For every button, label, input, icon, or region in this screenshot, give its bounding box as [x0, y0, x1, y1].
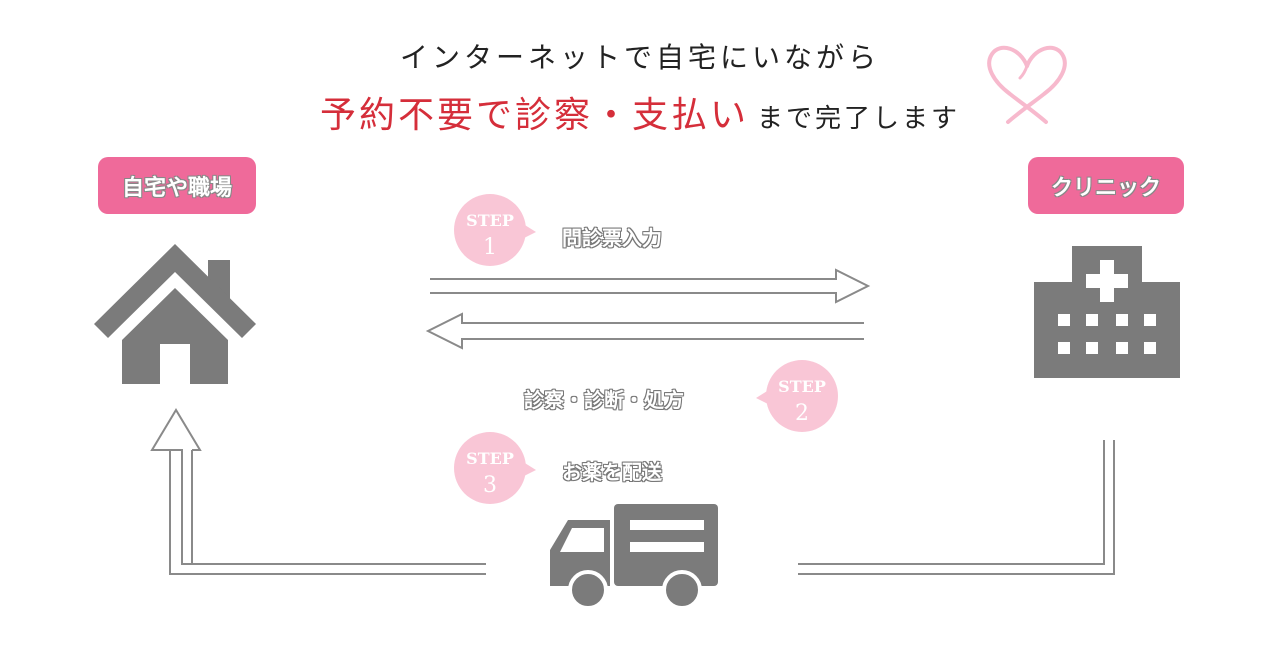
step1-number: 1	[483, 235, 497, 260]
arrow-left	[425, 312, 864, 350]
house-icon	[94, 244, 256, 384]
headline-line2: 予約不要で診察・支払い まで完了します	[0, 86, 1280, 138]
step2-text: 診察・診断・処方	[524, 388, 684, 412]
step2-number: 2	[795, 401, 809, 426]
heart-ribbon-icon	[987, 45, 1067, 124]
headline-emphasis: 予約不要で診察・支払い	[319, 95, 749, 136]
step2-badge: STEP 2	[756, 360, 838, 432]
step1-badge: STEP 1	[454, 194, 536, 266]
step1-word: STEP	[466, 211, 514, 230]
clinic-label: クリニック	[1028, 157, 1184, 214]
step3-word: STEP	[466, 449, 514, 468]
home-label: 自宅や職場	[98, 157, 256, 214]
step1-text: 問診票入力	[562, 226, 662, 250]
step3-text: お薬を配送	[562, 460, 662, 484]
arrow-up-to-home	[150, 408, 486, 575]
arrow-right	[430, 268, 871, 304]
step3-badge: STEP 3	[454, 432, 536, 504]
connector-clinic-to-truck	[798, 440, 1115, 575]
hospital-icon	[1034, 246, 1180, 378]
headline-line1: インターネットで自宅にいながら	[399, 41, 880, 74]
step3-number: 3	[483, 473, 497, 498]
truck-icon	[550, 504, 718, 608]
step2-word: STEP	[778, 377, 826, 396]
headline-tail: まで完了します	[757, 104, 961, 134]
